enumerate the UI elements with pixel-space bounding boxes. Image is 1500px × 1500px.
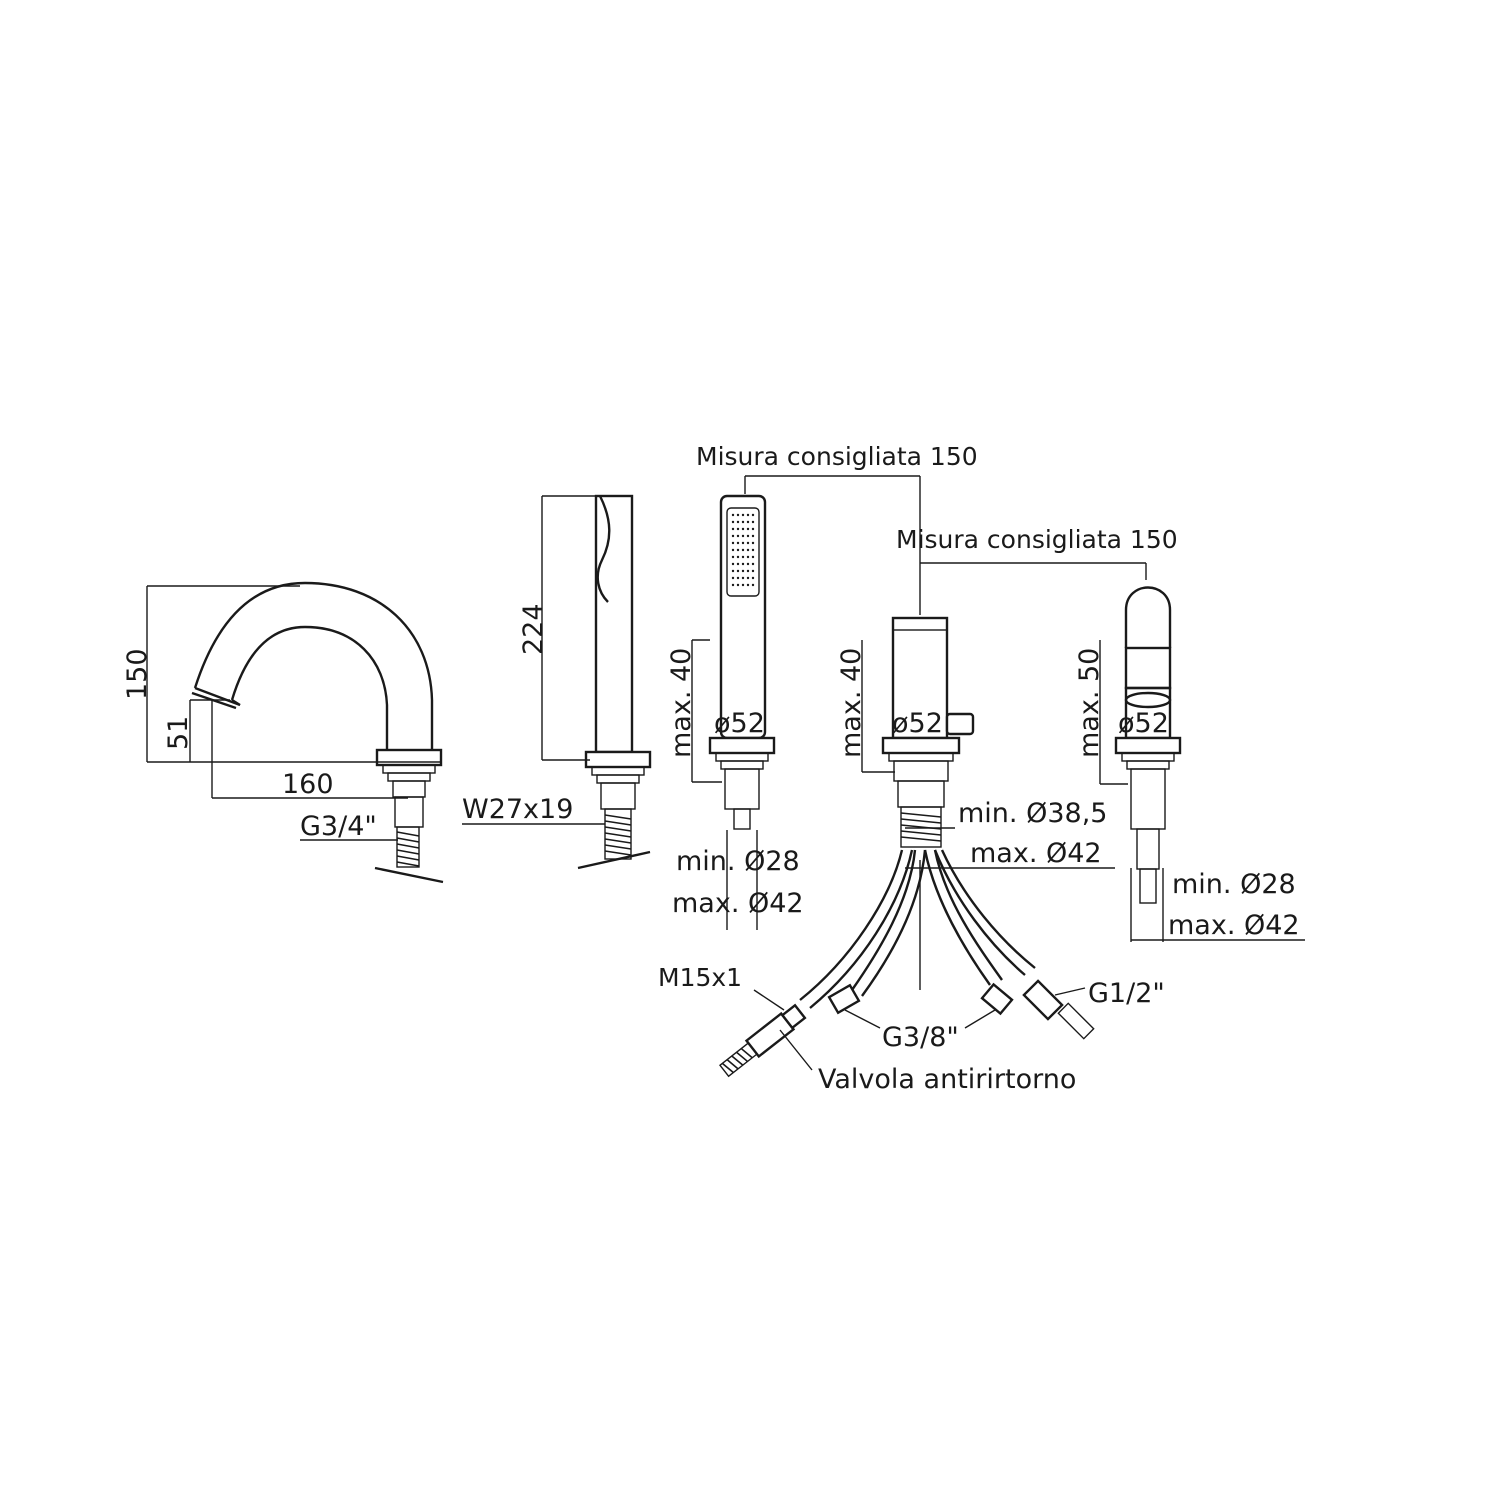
nozzle-dot	[741, 548, 745, 552]
nozzle-dot	[731, 562, 735, 566]
nozzle-dot	[736, 541, 740, 545]
nozzle-dot	[746, 541, 750, 545]
spout-projection-label: 160	[282, 769, 334, 800]
nozzle-dot	[751, 555, 755, 559]
nozzle-dot	[741, 562, 745, 566]
hand-shower-side-drawing	[462, 494, 652, 870]
nozzle-dot	[731, 520, 735, 524]
nozzle-dot	[731, 541, 735, 545]
nozzle-dot	[746, 583, 750, 587]
nozzle-dot	[746, 527, 750, 531]
nozzle-dot	[731, 534, 735, 538]
spacing-top-label: Misura consigliata 150	[696, 442, 978, 471]
nozzle-dot	[741, 541, 745, 545]
nozzle-dot	[736, 583, 740, 587]
check-valve-fitting	[719, 1003, 807, 1078]
spout-drawing	[146, 581, 444, 884]
nozzle-dot	[736, 576, 740, 580]
spout-thread-label: G3/4"	[300, 811, 377, 842]
diverter-base-diameter-label: ø52	[892, 708, 943, 739]
mixer-hole-max-label: max. Ø42	[1168, 910, 1300, 941]
mixer-hole-min-label: min. Ø28	[1172, 869, 1296, 900]
nozzle-dot	[736, 555, 740, 559]
nozzle-dot	[751, 513, 755, 517]
diverter-max-deck-label: max. 40	[836, 648, 867, 758]
nozzle-dot	[736, 527, 740, 531]
diverter-body-drawing	[861, 562, 1147, 990]
nozzle-dot	[746, 562, 750, 566]
hand-shower-thread-label: W27x19	[462, 794, 573, 825]
hand-shower-height-label: 224	[518, 603, 549, 655]
mixer-drawing	[1099, 586, 1305, 942]
nozzle-dot	[731, 583, 735, 587]
hand-shower-hole-max-label: max. Ø42	[672, 888, 804, 919]
hose-g12-label: G1/2"	[1088, 978, 1165, 1009]
nozzle-dot	[751, 569, 755, 573]
hand-shower-hole-min-label: min. Ø28	[676, 846, 800, 877]
nozzle-dot	[731, 548, 735, 552]
check-valve-label: Valvola antirirtorno	[818, 1064, 1076, 1095]
spout-outlet-height-label: 51	[163, 716, 194, 750]
mixer-max-deck-label: max. 50	[1074, 648, 1105, 758]
diverter-hole-min-label: min. Ø38,5	[958, 798, 1107, 829]
nozzle-dot	[731, 569, 735, 573]
hand-shower-base-diameter-label: ø52	[714, 708, 765, 739]
hose-m15-label: M15x1	[658, 963, 742, 992]
hose-g38-label: G3/8"	[882, 1022, 959, 1053]
nozzle-dot	[746, 548, 750, 552]
nozzle-dot	[736, 548, 740, 552]
nozzle-dot	[731, 576, 735, 580]
nozzle-dot	[746, 569, 750, 573]
hand-shower-front-drawing	[691, 475, 921, 930]
nozzle-dot	[741, 583, 745, 587]
nozzle-dot	[751, 583, 755, 587]
nozzle-dot	[736, 562, 740, 566]
spacing-right-label: Misura consigliata 150	[896, 525, 1178, 554]
spout-height-label: 150	[122, 648, 153, 700]
nozzle-dot	[736, 534, 740, 538]
nozzle-dot	[736, 569, 740, 573]
nozzle-dot	[746, 555, 750, 559]
nozzle-dot	[746, 534, 750, 538]
nozzle-dot	[736, 520, 740, 524]
nozzle-dot	[731, 555, 735, 559]
nozzle-dot	[741, 569, 745, 573]
nozzle-dot	[751, 527, 755, 531]
nozzle-dot	[736, 513, 740, 517]
nozzle-dot	[751, 541, 755, 545]
nozzle-dot	[741, 520, 745, 524]
nozzle-dot	[746, 520, 750, 524]
nozzle-dot	[731, 513, 735, 517]
nozzle-dot	[751, 562, 755, 566]
nozzle-dot	[751, 534, 755, 538]
shower-head-nozzles	[731, 513, 755, 587]
mixer-base-diameter-label: ø52	[1118, 708, 1169, 739]
nozzle-dot	[731, 527, 735, 531]
nozzle-dot	[746, 576, 750, 580]
nozzle-dot	[751, 576, 755, 580]
nozzle-dot	[741, 527, 745, 531]
nozzle-dot	[741, 555, 745, 559]
diverter-hole-max-label: max. Ø42	[970, 838, 1102, 869]
nozzle-dot	[751, 548, 755, 552]
nozzle-dot	[746, 513, 750, 517]
hand-shower-max-deck-label: max. 40	[666, 648, 697, 758]
hoses-drawing	[719, 849, 1095, 1078]
nozzle-dot	[741, 513, 745, 517]
nozzle-dot	[741, 534, 745, 538]
nozzle-dot	[741, 576, 745, 580]
nozzle-dot	[751, 520, 755, 524]
